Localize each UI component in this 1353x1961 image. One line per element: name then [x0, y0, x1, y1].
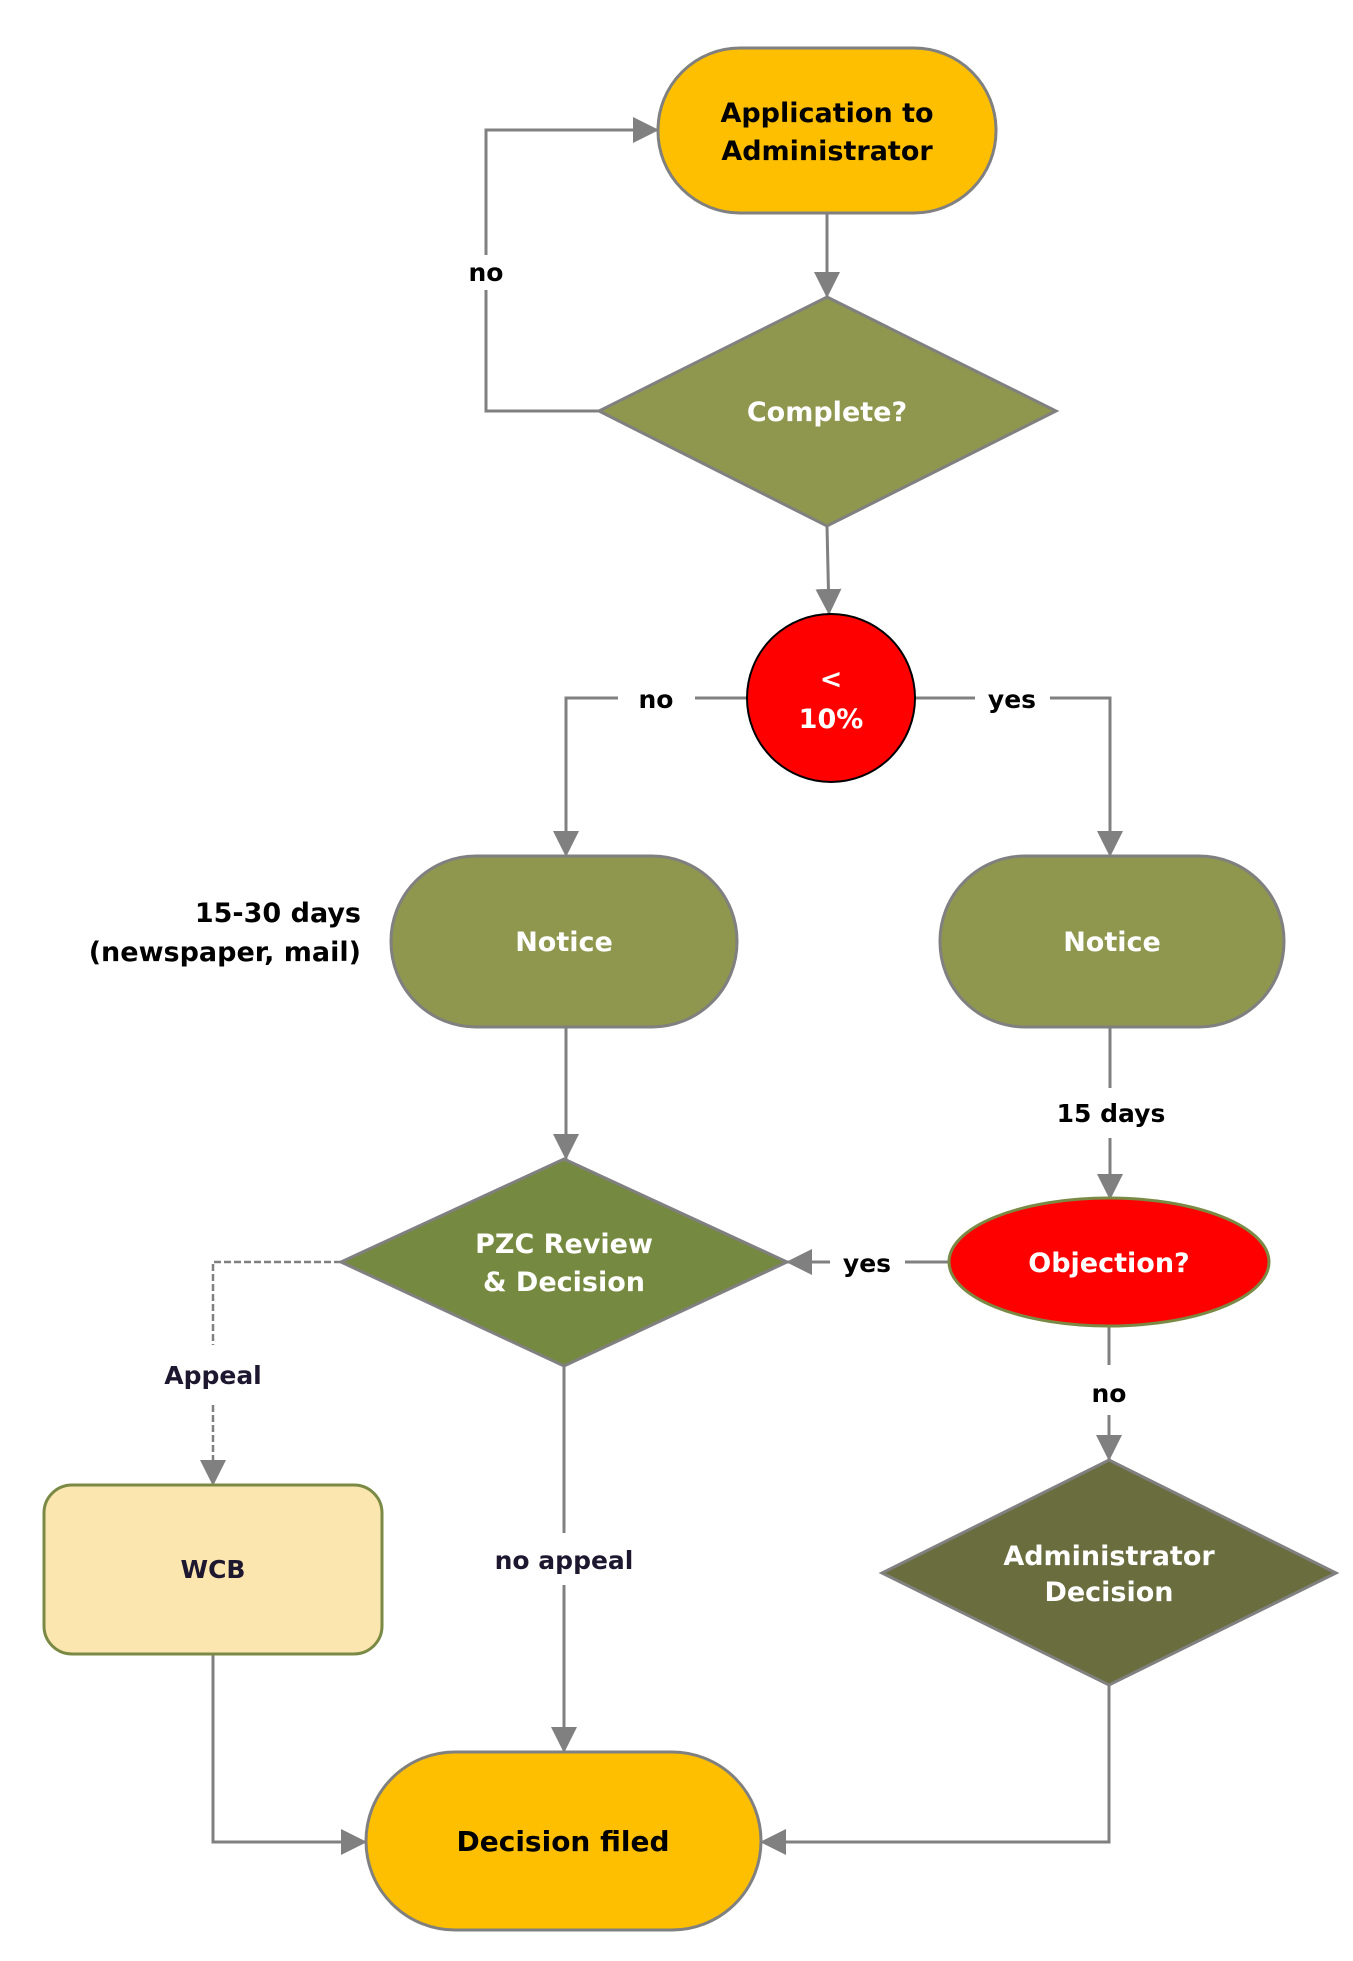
edge-appeal-upper: [211, 1260, 341, 1345]
objection-label: Objection?: [1028, 1248, 1189, 1279]
complete-label: Complete?: [747, 397, 907, 428]
edge-threshold-no-left: [553, 696, 618, 857]
edge-admin-to-decision-filed: [760, 1685, 1111, 1855]
application-label-line1: Application to: [720, 98, 933, 129]
edge-wcb-to-decision-filed: [211, 1654, 367, 1855]
notice-left-label: Notice: [515, 927, 613, 958]
pzc-label-line2: & Decision: [483, 1267, 645, 1298]
label-no-appeal: no appeal: [495, 1546, 634, 1575]
admin-decision-label-line1: Administrator: [1003, 1541, 1215, 1572]
label-objection-no: no: [1092, 1379, 1127, 1408]
label-notice-left-duration: 15-30 days: [195, 898, 361, 929]
notice-right-label: Notice: [1063, 927, 1161, 958]
label-objection-yes: yes: [843, 1249, 891, 1278]
node-notice-left[interactable]: Notice: [389, 854, 739, 1029]
node-application[interactable]: Application to Administrator: [656, 46, 998, 215]
pzc-label-line1: PZC Review: [475, 1229, 653, 1260]
edge-complete-no-loop-upper: [484, 117, 659, 255]
threshold-label-line1: <: [820, 664, 843, 695]
node-wcb[interactable]: WCB: [42, 1483, 384, 1656]
admin-decision-label-line2: Decision: [1044, 1577, 1173, 1608]
node-pzc-review-decision[interactable]: PZC Review & Decision: [337, 1157, 791, 1368]
node-objection-decision[interactable]: Objection?: [947, 1196, 1271, 1328]
node-threshold-decision[interactable]: < 10%: [746, 613, 916, 783]
label-threshold-yes: yes: [988, 685, 1036, 714]
label-threshold-no: no: [639, 685, 674, 714]
label-complete-no: no: [469, 258, 504, 287]
wcb-label: WCB: [181, 1555, 246, 1584]
label-notice-left-method: (newspaper, mail): [89, 937, 361, 968]
node-decision-filed[interactable]: Decision filed: [364, 1750, 763, 1932]
edge-threshold-yes-right: [1050, 696, 1123, 857]
application-label-line2: Administrator: [721, 136, 933, 167]
node-administrator-decision[interactable]: Administrator Decision: [878, 1458, 1340, 1687]
label-notice-right-days: 15 days: [1057, 1099, 1166, 1128]
node-complete-decision[interactable]: Complete?: [595, 295, 1060, 528]
decision-filed-label: Decision filed: [457, 1825, 670, 1858]
threshold-label-line2: 10%: [799, 704, 864, 735]
edge-complete-no-loop-lower: [484, 290, 599, 413]
edge-complete-to-threshold: [815, 525, 842, 615]
label-appeal: Appeal: [164, 1361, 262, 1390]
node-notice-right[interactable]: Notice: [938, 854, 1286, 1029]
